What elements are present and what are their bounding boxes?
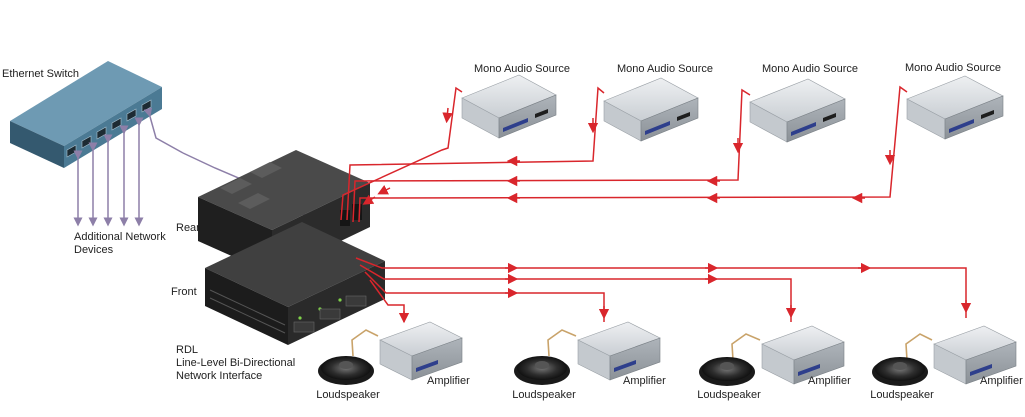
loudspeaker-1 [318, 356, 374, 385]
amplifier-2 [577, 321, 661, 381]
input-signal-lines [340, 85, 908, 223]
source-label-3: Mono Audio Source [761, 63, 859, 75]
additional-devices-label-line2: Devices [74, 244, 114, 256]
speaker-cables [351, 329, 933, 361]
loudspeaker-2 [514, 356, 570, 385]
mono-audio-source-3 [749, 78, 846, 143]
loudspeaker-label-4: Loudspeaker [870, 389, 934, 401]
amplifier-label-1: Amplifier [427, 375, 470, 387]
mono-audio-source-2 [603, 77, 699, 142]
mono-audio-source-4 [906, 75, 1004, 140]
amplifier-1 [379, 321, 463, 381]
ethernet-switch-label: Ethernet Switch [2, 68, 80, 80]
loudspeaker-4 [872, 357, 928, 386]
rdl-title: RDL [176, 344, 199, 356]
amplifier-4 [933, 325, 1017, 385]
amplifier-label-3: Amplifier [808, 375, 851, 387]
loudspeaker-3 [699, 357, 755, 386]
output-signal-lines [355, 257, 972, 324]
rdl-front-unit [205, 222, 385, 345]
source-label-1: Mono Audio Source [473, 63, 571, 75]
amplifier-3 [761, 325, 845, 385]
loudspeaker-label-1: Loudspeaker [316, 389, 380, 401]
loudspeaker-label-2: Loudspeaker [512, 389, 576, 401]
mono-audio-source-1 [461, 74, 557, 139]
amplifier-label-2: Amplifier [623, 375, 666, 387]
rdl-description-line1: Line-Level Bi-Directional [176, 357, 296, 369]
source-label-2: Mono Audio Source [616, 63, 714, 75]
amplifier-label-4: Amplifier [980, 375, 1023, 387]
source-label-4: Mono Audio Source [904, 62, 1002, 74]
front-label: Front [171, 286, 197, 298]
rear-label: Rear [176, 222, 200, 234]
rdl-description-line2: Network Interface [176, 370, 263, 382]
additional-devices-label-line1: Additional Network [74, 231, 166, 243]
loudspeaker-label-3: Loudspeaker [697, 389, 761, 401]
